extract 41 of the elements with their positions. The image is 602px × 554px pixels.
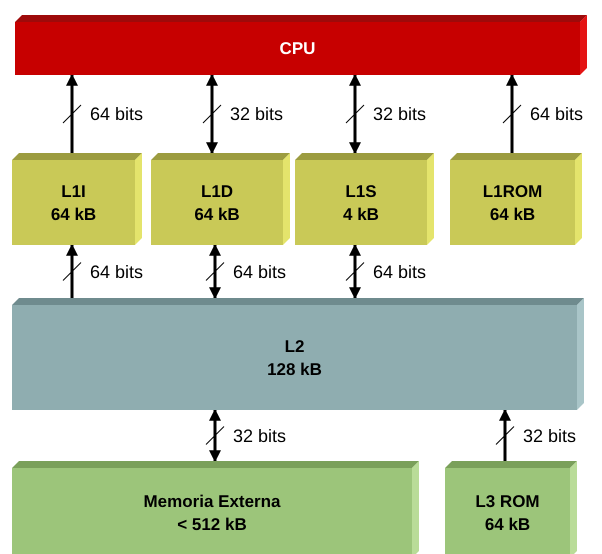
block-label: 4 kB xyxy=(343,204,379,226)
block-label: L1D xyxy=(200,180,234,202)
cache-block xyxy=(151,153,290,245)
block-label: CPU xyxy=(280,38,316,60)
edge-label: 64 bits xyxy=(90,260,144,282)
cache-block xyxy=(445,461,577,554)
block-label: L2 xyxy=(284,336,304,358)
block-label: 64 kB xyxy=(490,204,536,226)
arrow xyxy=(209,408,221,462)
cache-block xyxy=(12,461,419,554)
cache-block xyxy=(12,153,142,245)
arrow xyxy=(499,408,511,461)
arrow xyxy=(349,74,361,154)
block-label: 64 kB xyxy=(484,514,530,536)
block-label: L1I xyxy=(61,180,86,202)
arrow xyxy=(66,74,78,153)
edge-label: 32 bits xyxy=(233,424,286,446)
arrow xyxy=(66,244,78,298)
block-label: < 512 kB xyxy=(177,514,247,536)
edge-label: 64 bits xyxy=(530,103,584,125)
edge-label: 64 bits xyxy=(373,260,426,282)
edge-label: 32 bits xyxy=(230,103,284,125)
block-label: L3 ROM xyxy=(475,491,540,513)
block-label: 64 kB xyxy=(194,204,240,226)
cache-block xyxy=(15,15,587,75)
cache-block xyxy=(295,153,434,245)
arrow xyxy=(206,74,218,154)
arrow xyxy=(506,74,518,153)
block-label: L1ROM xyxy=(482,180,542,202)
arrow xyxy=(209,244,221,300)
cache-block xyxy=(450,153,582,245)
block-label: Memoria Externa xyxy=(144,491,280,513)
edge-label: 32 bits xyxy=(523,424,576,446)
block-label: L1S xyxy=(345,180,377,202)
arrow xyxy=(349,244,361,300)
edge-label: 64 bits xyxy=(90,103,144,125)
edge-label: 32 bits xyxy=(373,103,426,125)
edge-label: 64 bits xyxy=(233,260,286,282)
block-label: 128 kB xyxy=(267,358,322,380)
block-label: 64 kB xyxy=(50,204,96,226)
cache-block xyxy=(12,298,584,410)
